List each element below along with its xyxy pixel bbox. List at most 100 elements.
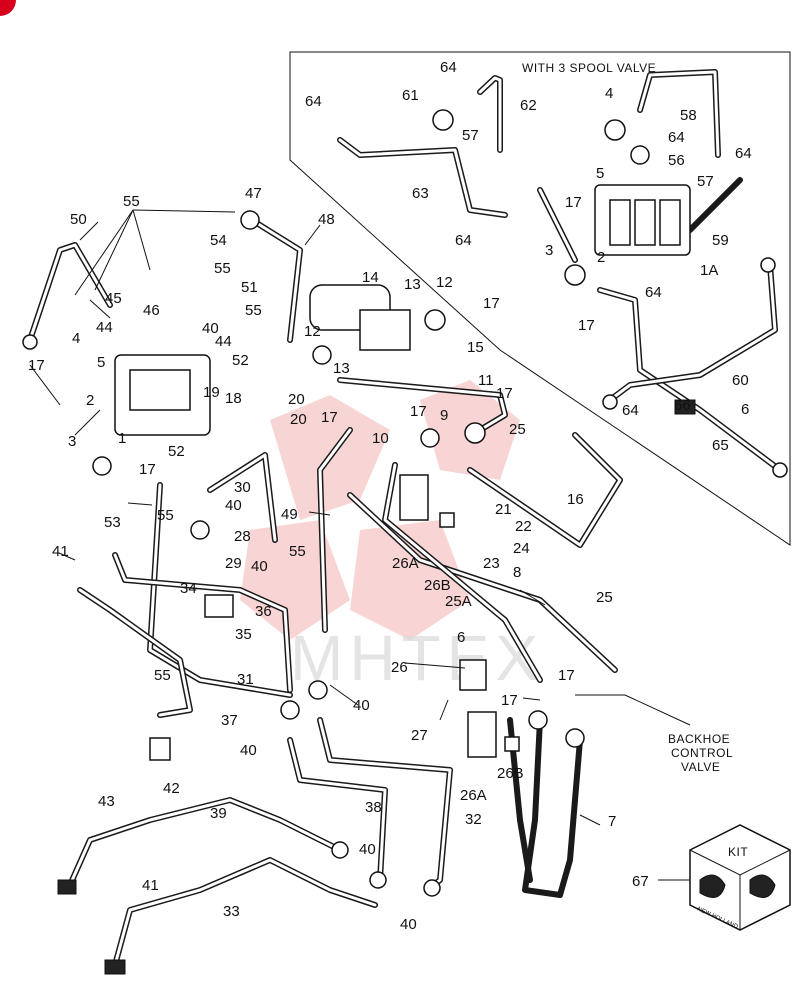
part-number-label: 3 [68, 433, 76, 450]
part-number-label: 64 [622, 402, 639, 419]
part-number-label: 40 [202, 320, 219, 337]
part-number-label: 36 [255, 603, 272, 620]
part-number-label: 26B [497, 765, 524, 782]
part-number-label: 60 [732, 372, 749, 389]
part-number-label: 64 [305, 93, 322, 110]
part-number-label: 18 [225, 390, 242, 407]
part-number-label: 17 [501, 692, 518, 709]
part-number-label: 48 [318, 211, 335, 228]
watermark-text: MHTEX [290, 622, 544, 694]
part-number-label: 46 [143, 302, 160, 319]
part-number-label: 50 [70, 211, 87, 228]
part-number-label: 11 [478, 372, 494, 389]
new-holland-logo-left [699, 874, 726, 898]
part-number-label: 1A [700, 262, 718, 279]
part-number-label: 28 [234, 528, 251, 545]
part-number-label: 42 [163, 780, 180, 797]
part-number-label: 43 [98, 793, 115, 810]
part-number-label: 40 [359, 841, 376, 858]
part-number-label: 52 [168, 443, 185, 460]
part-number-label: 9 [440, 407, 448, 424]
part-number-label: 8 [513, 564, 521, 581]
part-number-label: 55 [123, 193, 140, 210]
part-number-label: 29 [225, 555, 242, 572]
inset-frame [289, 51, 791, 546]
part-number-label: 30 [234, 479, 251, 496]
part-number-label: 33 [223, 903, 240, 920]
part-number-label: 31 [237, 671, 254, 688]
part-number-label: 27 [411, 727, 428, 744]
part-number-label: 64 [645, 284, 662, 301]
part-number-label: 44 [215, 333, 232, 350]
part-number-label: 17 [139, 461, 156, 478]
part-number-label: 17 [410, 403, 427, 420]
part-number-label: 55 [154, 667, 171, 684]
part-number-label: 32 [465, 811, 482, 828]
part-number-label: 26B [424, 577, 451, 594]
part-number-label: 37 [221, 712, 238, 729]
part-number-label: 26 [391, 659, 408, 676]
part-number-label: 40 [400, 916, 417, 933]
part-number-label: 6 [741, 401, 749, 418]
callout-line-2: CONTROL [671, 746, 733, 760]
part-number-label: 57 [697, 173, 714, 190]
part-number-label: 6 [457, 629, 465, 646]
part-number-label: 17 [578, 317, 595, 334]
part-number-label: 40 [251, 558, 268, 575]
part-number-label: 39 [210, 805, 227, 822]
part-number-label: 26A [392, 555, 419, 572]
pipework [27, 69, 783, 968]
part-number-label: 57 [462, 127, 479, 144]
part-number-label: 13 [404, 276, 421, 293]
part-number-label: 56 [668, 152, 685, 169]
part-number-label: 16 [567, 491, 584, 508]
part-number-label: 26A [460, 787, 487, 804]
part-number-label: 4 [72, 330, 80, 347]
part-number-label: 17 [28, 357, 45, 374]
part-number-label: 10 [372, 430, 389, 447]
part-number-label: 17 [483, 295, 500, 312]
part-number-label: 65 [712, 437, 729, 454]
callout-line-3: VALVE [681, 760, 720, 774]
part-number-label: 20 [290, 411, 307, 428]
part-number-label: 44 [96, 319, 113, 336]
kit-label: KIT [728, 845, 748, 859]
part-number-label: 13 [333, 360, 350, 377]
leader-lines [29, 209, 690, 881]
part-number-label: 23 [483, 555, 500, 572]
part-number-label: 19 [203, 384, 220, 401]
part-number-label: 49 [281, 506, 298, 523]
part-number-label: 15 [467, 339, 484, 356]
new-holland-logo-right [749, 874, 776, 898]
part-number-label: 7 [608, 813, 616, 830]
part-number-label: 17 [321, 409, 338, 426]
part-number-label: 64 [455, 232, 472, 249]
callout-line-1: BACKHOE [668, 732, 730, 746]
part-number-label: 41 [52, 543, 69, 560]
part-number-label: 5 [596, 165, 604, 182]
part-number-label: 12 [436, 274, 453, 291]
part-number-label: 12 [304, 323, 321, 340]
part-number-label: 64 [668, 129, 685, 146]
part-number-label: 55 [214, 260, 231, 277]
part-number-label: 58 [680, 107, 697, 124]
part-number-label: 3 [545, 242, 553, 259]
part-number-label: 66 [674, 397, 691, 414]
part-number-label: 67 [632, 873, 649, 890]
part-number-label: 64 [735, 145, 752, 162]
inset-title: WITH 3 SPOOL VALVE [522, 61, 656, 75]
callout-text: BACKHOE CONTROL VALVE [668, 732, 733, 774]
part-number-label: 5 [97, 354, 105, 371]
part-number-label: 61 [402, 87, 419, 104]
part-number-label: 54 [210, 232, 227, 249]
part-number-label: 17 [565, 194, 582, 211]
part-number-label: 17 [496, 385, 513, 402]
part-number-label: 34 [180, 580, 197, 597]
part-number-label: 14 [362, 269, 379, 286]
part-number-label: 52 [232, 352, 249, 369]
callout-leader [575, 694, 691, 726]
part-number-label: 55 [289, 543, 306, 560]
part-number-label: 25 [596, 589, 613, 606]
part-number-label: 53 [104, 514, 121, 531]
